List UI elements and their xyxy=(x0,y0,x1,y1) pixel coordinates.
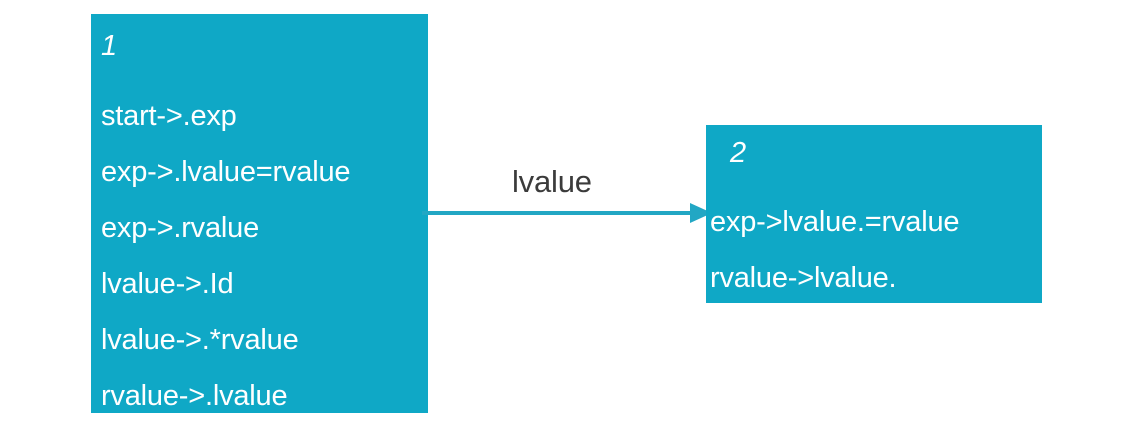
transition-arrow-icon xyxy=(422,203,712,223)
state-item: rvalue->.lvalue xyxy=(101,380,288,412)
state-item: rvalue->lvalue. xyxy=(710,262,897,294)
state-item-list: exp->lvalue.=rvalue rvalue->lvalue. xyxy=(706,194,1042,306)
state-item: exp->.lvalue=rvalue xyxy=(101,156,351,188)
state-node-1[interactable]: 1 start->.exp exp->.lvalue=rvalue exp->.… xyxy=(91,14,428,413)
state-item: lvalue->.Id xyxy=(101,268,234,300)
state-id-label: 2 xyxy=(730,137,747,169)
state-item: exp->lvalue.=rvalue xyxy=(710,206,960,238)
state-item: start->.exp xyxy=(101,100,237,132)
state-item: lvalue->.*rvalue xyxy=(101,324,299,356)
state-item-list: start->.exp exp->.lvalue=rvalue exp->.rv… xyxy=(91,88,428,424)
transition-label: lvalue xyxy=(512,164,592,199)
state-id-label: 1 xyxy=(101,30,118,62)
state-item: exp->.rvalue xyxy=(101,212,259,244)
state-node-2[interactable]: 2 exp->lvalue.=rvalue rvalue->lvalue. xyxy=(706,125,1042,303)
